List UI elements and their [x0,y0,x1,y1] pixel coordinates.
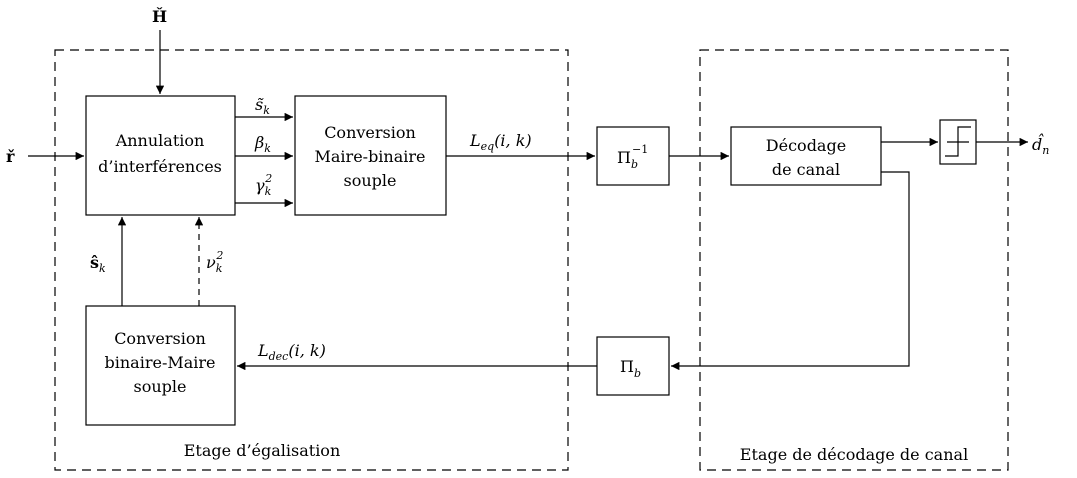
h-input-label: Ȟ [152,6,167,26]
channel-decoder-block [730,126,882,186]
hard-decision-step-icon [939,119,977,165]
beta-label: βk [254,133,271,155]
channel-decoder-line2: de canal [772,160,840,179]
interference-cancellation-line1: Annulation [115,131,205,150]
s-hat-label: ŝk [90,253,106,275]
binary-to-maire-line3: souple [134,377,187,396]
equalization-stage-label: Etage d’égalisation [184,441,341,460]
d-hat-label: d̂n [1032,134,1049,157]
decoding-stage-label: Etage de décodage de canal [740,445,968,464]
nu-label: νk2 [206,249,223,275]
binary-to-maire-line1: Conversion [114,329,206,348]
interference-cancellation-block [85,95,236,216]
interleaver-block [596,336,670,396]
r-input-label: ř [6,147,15,166]
decoding-stage-frame [699,49,1009,471]
equalization-stage-frame [54,49,569,471]
maire-to-binary-block [294,95,447,216]
decoder-feedback-arrow [671,171,910,371]
l-dec-label: Ldec(i, k) [257,341,326,363]
binary-to-maire-line2: binaire-Maire [105,353,216,372]
gamma-label: γk2 [255,172,272,198]
interleaver-label: Πb [620,357,641,380]
interference-cancellation-line2: d’interférences [98,157,222,176]
s-tilde-label: s̃k [255,95,270,117]
maire-to-binary-line3: souple [344,171,397,190]
l-eq-label: Leq(i, k) [469,131,532,153]
maire-to-binary-line1: Conversion [324,123,416,142]
binary-to-maire-block [85,305,236,426]
channel-decoder-line1: Décodage [766,136,846,155]
deinterleaver-label: Πb−1 [617,143,648,171]
maire-to-binary-line2: Maire-binaire [315,147,426,166]
deinterleaver-block [596,126,670,186]
